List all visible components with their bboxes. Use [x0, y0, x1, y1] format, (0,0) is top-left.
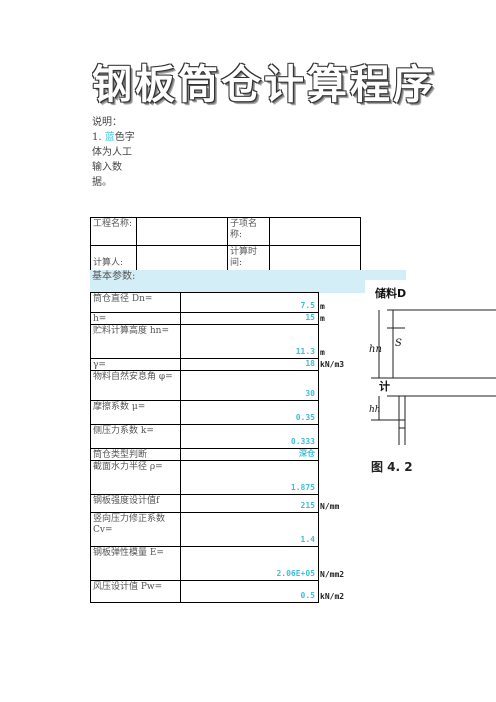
subitem-name-label: 子项名称: [227, 217, 270, 246]
calc-time-label: 计算时间: [227, 245, 270, 271]
calculator-input[interactable] [136, 245, 228, 271]
param-unit: m [320, 314, 325, 323]
silo-diagram: 储料D hn S 计 hh [365, 280, 496, 445]
param-unit [318, 460, 364, 495]
param-unit [318, 512, 364, 547]
param-label: 风压设计值 Pw= [90, 580, 181, 603]
note-body: 1. 蓝色字体为人工输入数据。 [92, 132, 135, 188]
param-label: 摩擦系数 μ= [90, 400, 181, 425]
param-label: 竖向压力修正系数 Cv= [90, 512, 181, 547]
param-label: 截面水力半径 ρ= [90, 460, 181, 495]
diagram-label-top: 储料D [375, 286, 406, 300]
param-value[interactable]: 215 [180, 494, 319, 513]
param-label: 物料自然安息角 φ= [90, 370, 181, 401]
param-unit: m [320, 348, 325, 357]
diagram-label-hn: hn [369, 344, 382, 355]
param-value[interactable]: 11.3 [180, 324, 319, 359]
param-unit [318, 370, 364, 401]
section-header: 基本参数: [90, 270, 406, 293]
param-value[interactable]: 30 [180, 370, 319, 401]
calculator-label: 计算人: [90, 245, 137, 271]
param-unit [318, 400, 364, 425]
project-name-label: 工程名称: [90, 217, 137, 246]
param-value[interactable]: 1.4 [180, 512, 319, 547]
param-label: 侧压力系数 k= [90, 424, 181, 449]
figure-caption: 图 4. 2 [371, 460, 413, 474]
project-name-input[interactable] [136, 217, 228, 246]
param-value[interactable]: 0.5 [180, 580, 319, 603]
diagram-label-calc: 计 [379, 379, 390, 393]
param-value[interactable]: 0.333 [180, 424, 319, 449]
param-value[interactable]: 0.35 [180, 400, 319, 425]
param-value[interactable]: 7.5 [180, 292, 319, 313]
param-unit: m [320, 302, 325, 311]
diagram-label-hh: hh [369, 405, 381, 415]
param-label: 贮料计算高度 hn= [90, 324, 181, 359]
param-unit: N/mm [320, 502, 340, 511]
calc-time-input[interactable] [269, 245, 361, 271]
param-unit: kN/m3 [320, 360, 345, 369]
page-title: 钢板筒仓计算程序 [92, 62, 436, 108]
note-heading: 说明： [92, 117, 122, 128]
param-value[interactable]: 2.06E+05 [180, 546, 319, 581]
subitem-name-input[interactable] [269, 217, 361, 246]
param-label: 钢板强度设计值f [90, 494, 181, 513]
param-unit: N/mm2 [320, 570, 345, 579]
param-label: 钢板弹性模量 E= [90, 546, 181, 581]
diagram-label-s: S [395, 338, 402, 349]
param-label: 筒仓直径 Dn= [90, 292, 181, 313]
note-highlight: 蓝 [104, 132, 115, 143]
param-value[interactable]: 1.875 [180, 460, 319, 495]
param-unit [318, 424, 364, 449]
param-unit: kN/m2 [320, 592, 345, 601]
instruction-note: 说明： 1. 蓝色字体为人工输入数据。 [92, 115, 136, 190]
